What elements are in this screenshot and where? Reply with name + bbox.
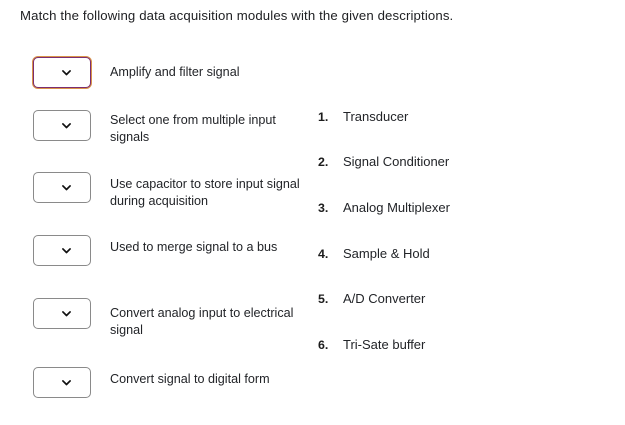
answer-dropdown-5[interactable] bbox=[33, 298, 91, 329]
chevron-down-icon bbox=[61, 67, 72, 78]
option-label: A/D Converter bbox=[343, 291, 426, 306]
option-item: 2. Signal Conditioner bbox=[318, 153, 608, 175]
option-item: 5. A/D Converter bbox=[318, 290, 608, 312]
match-row: Convert analog input to electrical signa… bbox=[0, 298, 320, 344]
option-label: Sample & Hold bbox=[343, 246, 430, 261]
description-text: Amplify and filter signal bbox=[110, 65, 240, 79]
chevron-down-icon bbox=[61, 120, 72, 131]
match-row: Use capacitor to store input signal duri… bbox=[0, 172, 320, 218]
answer-dropdown-4[interactable] bbox=[33, 235, 91, 266]
match-row: Used to merge signal to a bus bbox=[0, 235, 320, 281]
description-text: Convert analog input to electrical signa… bbox=[110, 306, 294, 337]
page-title: Match the following data acquisition mod… bbox=[20, 8, 454, 23]
option-number: 2. bbox=[318, 155, 329, 169]
match-row: Convert signal to digital form bbox=[0, 367, 320, 413]
answer-dropdown-6[interactable] bbox=[33, 367, 91, 398]
match-row: Amplify and filter signal bbox=[0, 57, 320, 103]
answer-dropdown-3[interactable] bbox=[33, 172, 91, 203]
description-text: Used to merge signal to a bus bbox=[110, 240, 278, 254]
description-text: Select one from multiple input signals bbox=[110, 113, 276, 144]
description-text: Use capacitor to store input signal duri… bbox=[110, 177, 300, 208]
option-label: Analog Multiplexer bbox=[343, 200, 450, 215]
options-list: 1. Transducer 2. Signal Conditioner 3. Analog… bbox=[318, 0, 618, 425]
option-label: Signal Conditioner bbox=[343, 154, 450, 169]
answer-dropdown-2[interactable] bbox=[33, 110, 91, 141]
chevron-down-icon bbox=[61, 308, 72, 319]
option-number: 4. bbox=[318, 247, 329, 261]
option-item: 3. Analog Multiplexer bbox=[318, 199, 608, 221]
chevron-down-icon bbox=[61, 245, 72, 256]
option-label: Transducer bbox=[343, 109, 409, 124]
description-text: Convert signal to digital form bbox=[110, 372, 270, 386]
option-item: 4. Sample & Hold bbox=[318, 245, 608, 267]
option-number: 6. bbox=[318, 338, 329, 352]
option-item: 1. Transducer bbox=[318, 108, 608, 130]
option-label: Tri-Sate buffer bbox=[343, 337, 426, 352]
option-number: 5. bbox=[318, 292, 329, 306]
option-number: 1. bbox=[318, 110, 329, 124]
option-number: 3. bbox=[318, 201, 329, 215]
chevron-down-icon bbox=[61, 377, 72, 388]
option-item: 6. Tri-Sate buffer bbox=[318, 336, 608, 358]
match-row: Select one from multiple input signals bbox=[0, 110, 320, 156]
chevron-down-icon bbox=[61, 182, 72, 193]
answer-dropdown-1[interactable] bbox=[33, 57, 91, 88]
